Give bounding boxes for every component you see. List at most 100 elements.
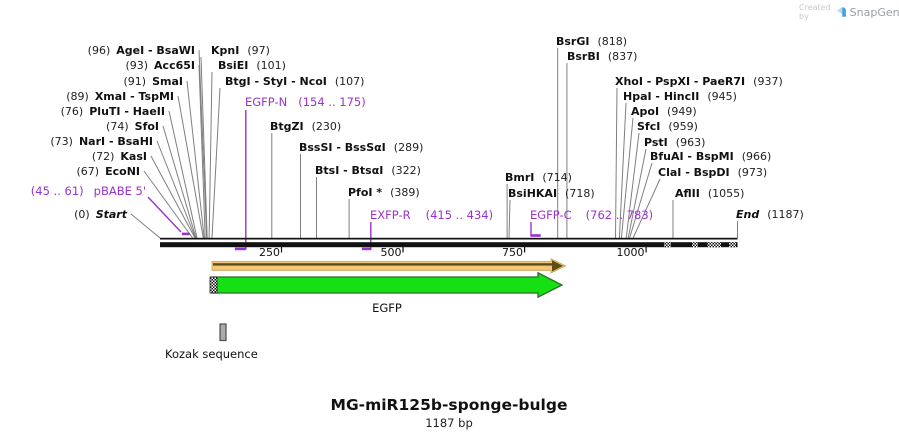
primer-bar-pbabe5[interactable] <box>181 232 190 236</box>
translation-arrow[interactable] <box>211 258 567 274</box>
site-name: XmaI - TspMI <box>94 90 174 103</box>
title-block: MG-miR125b-sponge-bulge 1187 bp <box>160 396 738 430</box>
primer-label-egfp-c[interactable]: EGFP-C(762 .. 783) <box>530 209 653 222</box>
site-label-nari[interactable]: (73) NarI - BsaHI <box>50 135 153 148</box>
egfp-feature-arrow[interactable] <box>211 271 564 299</box>
primer-name: pBABE 5' <box>93 184 146 198</box>
marker-label-start[interactable]: (0)Start <box>74 208 127 221</box>
ruler-label-1000: 1000 <box>616 246 645 259</box>
site-pos: (289) <box>393 141 424 154</box>
primer-label-exfp-r[interactable]: EXFP-R(415 .. 434) <box>370 209 493 222</box>
sequence-title: MG-miR125b-sponge-bulge <box>330 396 568 414</box>
site-label-bsrbi[interactable]: BsrBI(837) <box>567 50 637 63</box>
ruler-label-250: 250 <box>259 246 280 259</box>
site-label-bsssi[interactable]: BssSI - BssSαI(289) <box>299 141 423 154</box>
site-label-sfoi[interactable]: (74)SfoI <box>106 120 159 133</box>
site-label-pluti[interactable]: (76)PluTI - HaeII <box>61 105 165 118</box>
primer-marks[interactable] <box>147 110 541 251</box>
site-pos: (389) <box>390 186 420 199</box>
egfp-feature-label: EGFP <box>372 301 402 315</box>
marker-name: Start <box>95 208 127 221</box>
kozak-feature-label: Kozak sequence <box>165 347 258 361</box>
site-name: BfuAI - BspMI <box>650 150 734 163</box>
site-label-clai[interactable]: ClaI - BspDI (973) <box>658 166 767 179</box>
site-label-kasi[interactable]: (72) KasI <box>92 150 147 163</box>
primer-name: EXFP-R <box>370 208 411 222</box>
site-pos: (718) <box>565 187 595 200</box>
site-pos: (1055) <box>707 187 745 200</box>
site-name: NarI - BsaHI <box>78 135 153 148</box>
site-label-btgzi[interactable]: BtgZI(230) <box>270 120 341 133</box>
site-pos: (322) <box>391 164 421 177</box>
site-label-bfuai[interactable]: BfuAI - BspMI (966) <box>650 150 771 163</box>
site-label-xmai[interactable]: (89)XmaI - TspMI <box>66 90 174 103</box>
site-name: BmrI <box>505 171 535 184</box>
site-label-kpni[interactable]: KpnI (97) <box>211 44 270 57</box>
marker-pos: (1187) <box>767 208 804 221</box>
site-pos: (107) <box>334 75 365 88</box>
site-label-aflii[interactable]: AflII(1055) <box>675 187 744 200</box>
site-name: PstI <box>644 136 668 149</box>
site-name: BtgI - StyI - NcoI <box>225 75 327 88</box>
site-name: BtsI - BtsαI <box>315 164 384 177</box>
site-label-apoi[interactable]: ApoI(949) <box>631 105 697 118</box>
marker-label-end[interactable]: End (1187) <box>736 208 804 221</box>
sequence-bar-thick[interactable] <box>160 242 738 248</box>
site-name: HpaI - HincII <box>623 90 700 103</box>
site-pos: (91) <box>123 75 147 88</box>
site-label-smai[interactable]: (91) SmaI <box>124 75 184 88</box>
site-pos: (96) <box>87 44 111 57</box>
site-pos: (949) <box>667 105 697 118</box>
site-pos: (76) <box>60 105 84 118</box>
site-name: AgeI - BsaWI <box>116 44 195 57</box>
site-name: KpnI <box>211 44 240 57</box>
snapgene-logo-icon <box>837 7 847 17</box>
snapgene-credit: Created by SnapGene <box>799 3 899 21</box>
site-pos: (966) <box>741 150 772 163</box>
site-label-sfci[interactable]: SfcI (959) <box>637 120 698 133</box>
ruler-label-750: 750 <box>502 246 523 259</box>
site-name: Acc65I <box>154 59 195 72</box>
sequence-bar-thin[interactable] <box>160 237 738 240</box>
site-label-btgi[interactable]: BtgI - StyI - NcoI (107) <box>225 75 364 88</box>
site-label-btsi[interactable]: BtsI - BtsαI (322) <box>315 164 421 177</box>
site-name: KasI <box>120 150 147 163</box>
site-label-bsiei[interactable]: BsiEI(101) <box>218 59 286 72</box>
ruler-label-500: 500 <box>380 246 402 259</box>
site-pos: (97) <box>247 44 270 57</box>
site-name: BsrGI <box>556 35 590 48</box>
primer-bar-egfp-c[interactable] <box>530 234 541 237</box>
site-label-psti[interactable]: PstI(963) <box>644 136 705 149</box>
site-name: ClaI - BspDI <box>658 166 730 179</box>
primer-label-pbabe5[interactable]: (45 .. 61)pBABE 5' <box>31 185 146 198</box>
site-label-hpai[interactable]: HpaI - HincII(945) <box>623 90 737 103</box>
site-label-bsrgi[interactable]: BsrGI(818) <box>556 35 627 48</box>
site-pos: (959) <box>668 120 698 133</box>
site-pos: (73) <box>50 135 73 148</box>
site-name: SmaI <box>152 75 183 88</box>
site-pos: (973) <box>737 166 768 179</box>
site-label-bsihkai[interactable]: BsiHKAI(718) <box>508 187 595 200</box>
site-name: PfoI * <box>348 186 383 199</box>
sequence-length: 1187 bp <box>425 416 473 430</box>
site-label-econi[interactable]: (67)EcoNI <box>77 165 140 178</box>
primer-bar-egfp-n[interactable] <box>234 247 246 251</box>
site-label-pfoi[interactable]: PfoI * (389) <box>348 186 420 199</box>
ruler-ticks <box>280 243 647 253</box>
site-name: SfcI <box>637 120 661 133</box>
site-pos: (72) <box>91 150 115 163</box>
site-label-xhoi[interactable]: XhoI - PspXI - PaeR7I(937) <box>615 75 783 88</box>
marker-name: End <box>736 208 760 221</box>
site-pos: (101) <box>256 59 286 72</box>
primer-bar-exfp-r[interactable] <box>361 247 371 251</box>
primer-label-egfp-n[interactable]: EGFP-N(154 .. 175) <box>245 96 366 109</box>
primer-name: EGFP-C <box>530 208 572 222</box>
site-label-agei[interactable]: (96) AgeI - BsaWI <box>88 44 195 57</box>
kozak-feature-box[interactable] <box>219 323 227 342</box>
site-label-bmri[interactable]: BmrI(714) <box>505 171 572 184</box>
site-label-acc65i[interactable]: (93)Acc65I <box>125 59 195 72</box>
leader-lines <box>130 48 738 239</box>
snapgene-brand-text: SnapGene <box>849 5 899 19</box>
